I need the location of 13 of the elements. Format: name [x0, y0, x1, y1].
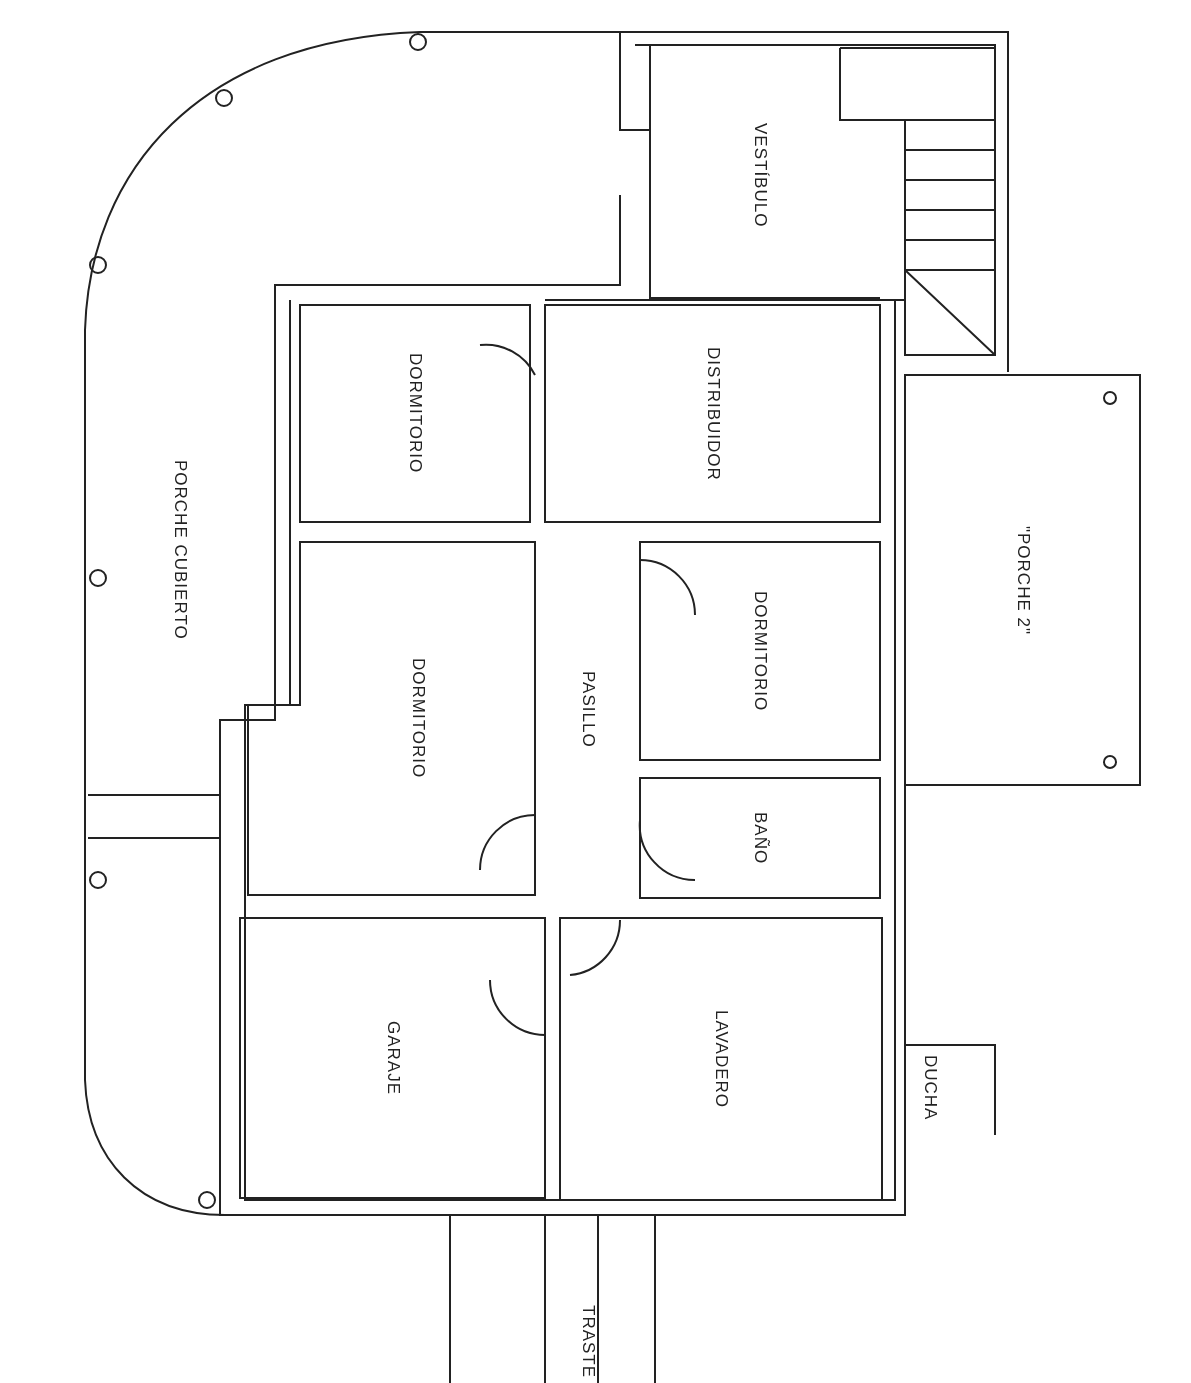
room-label: "PORCHE 2" [1012, 525, 1033, 635]
room-label: DORMITORIO [407, 658, 428, 779]
room-label: VESTÍBULO [750, 122, 770, 228]
room-label: DORMITORIO [405, 353, 425, 474]
room-label: TRASTE [578, 1305, 598, 1379]
room-label: DUCHA [920, 1055, 940, 1121]
room-label: PORCHE CUBIERTO [170, 460, 190, 640]
room-label: DORMITORIO [750, 590, 770, 712]
room-label: LAVADERO [711, 1009, 731, 1109]
room-label: BAÑO [750, 811, 770, 865]
room-label: DISTRIBUIDOR [702, 346, 723, 481]
room-label: GARAJE [382, 1021, 403, 1095]
room-label: PASILLO [577, 671, 598, 748]
